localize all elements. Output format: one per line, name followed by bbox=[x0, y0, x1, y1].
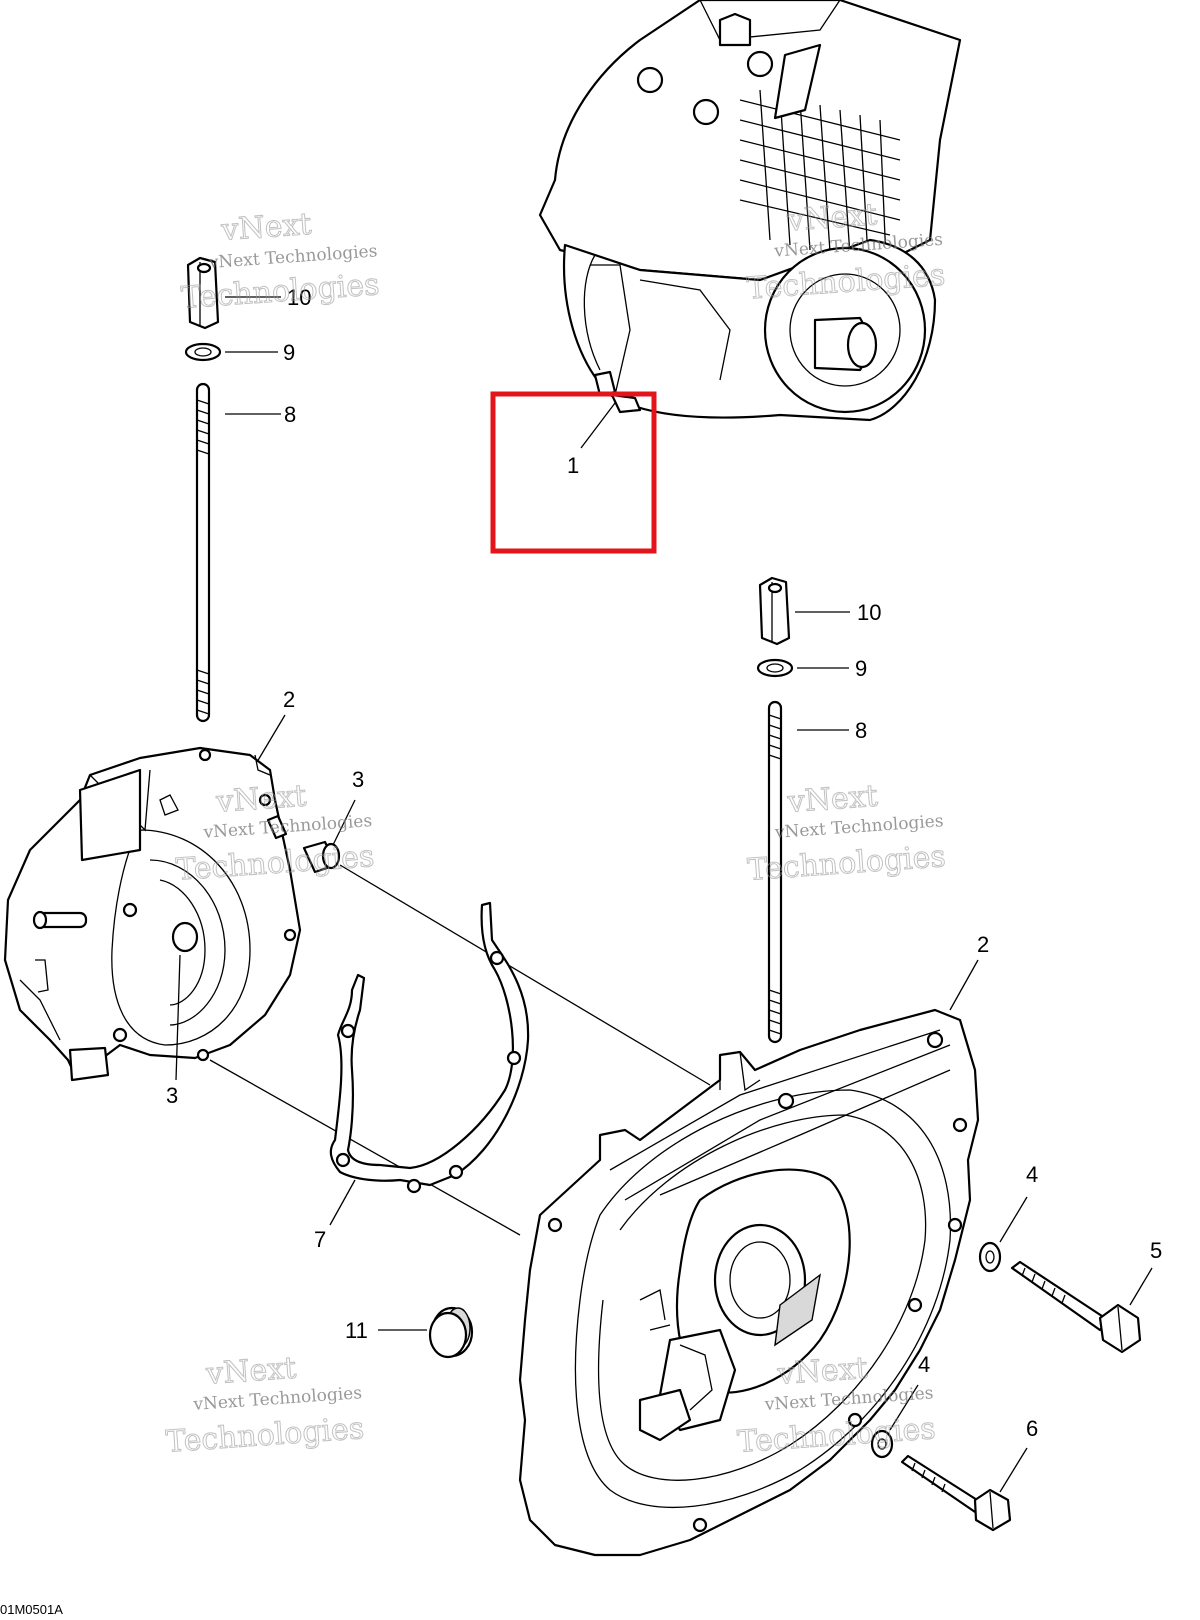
plug-11-part bbox=[428, 1306, 474, 1359]
callout-3-lower: 3 bbox=[166, 1083, 178, 1108]
watermark: vNext vNext Technologies Technologies vN… bbox=[164, 197, 947, 1461]
svg-text:vNext: vNext bbox=[219, 207, 312, 248]
callout-5: 5 bbox=[1150, 1238, 1162, 1263]
callout-4-lower: 4 bbox=[918, 1352, 930, 1377]
right-stud-assembly bbox=[756, 576, 850, 1044]
callout-11: 11 bbox=[345, 1318, 368, 1343]
left-housing-part bbox=[3, 746, 302, 1082]
callout-8-left: 8 bbox=[284, 402, 296, 427]
callout-6: 6 bbox=[1026, 1416, 1038, 1441]
svg-text:vNext: vNext bbox=[785, 197, 878, 238]
callout-3-upper: 3 bbox=[352, 767, 364, 792]
callout-10-left: 10 bbox=[287, 285, 311, 310]
callout-1: 1 bbox=[567, 453, 579, 478]
highlight-box bbox=[490, 391, 657, 554]
svg-text:Technologies: Technologies bbox=[165, 1411, 366, 1460]
gasket-part bbox=[329, 901, 530, 1194]
svg-text:vNext: vNext bbox=[786, 779, 879, 820]
callout-7: 7 bbox=[314, 1227, 326, 1252]
callout-9-right: 9 bbox=[855, 656, 867, 681]
diagram-code: 01M0501A bbox=[0, 1602, 63, 1617]
svg-text:vNext: vNext bbox=[214, 779, 307, 820]
screw-6-assembly bbox=[870, 1429, 1012, 1532]
callout-2-left: 2 bbox=[283, 687, 295, 712]
callout-8-right: 8 bbox=[855, 718, 867, 743]
screw-5-assembly bbox=[978, 1241, 1142, 1354]
engine-part-illustration bbox=[538, 0, 962, 422]
right-housing-part bbox=[518, 1008, 980, 1557]
callout-4-upper: 4 bbox=[1026, 1162, 1038, 1187]
callout-2-right: 2 bbox=[977, 932, 989, 957]
dowel-pin-parts bbox=[266, 814, 341, 874]
alignment-lines bbox=[209, 864, 711, 1236]
left-stud-assembly bbox=[184, 256, 281, 723]
svg-text:vNext: vNext bbox=[204, 1351, 297, 1392]
callout-10-right: 10 bbox=[857, 600, 881, 625]
callout-9-left: 9 bbox=[283, 340, 295, 365]
svg-text:vNext: vNext bbox=[776, 1351, 869, 1392]
